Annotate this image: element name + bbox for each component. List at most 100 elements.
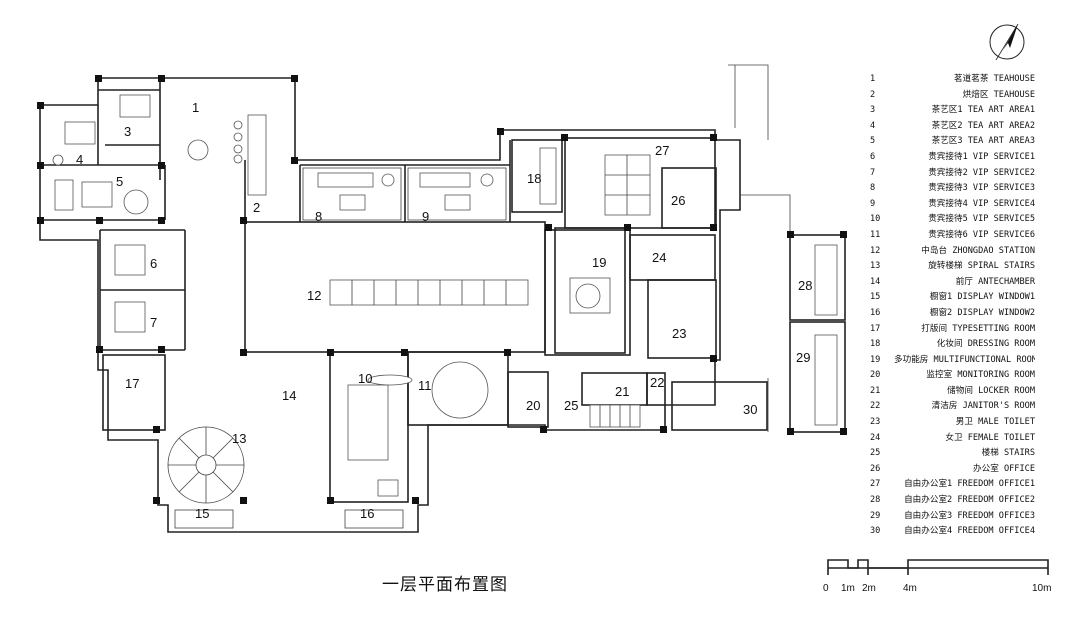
- legend-label: 办公室 OFFICE: [973, 463, 1035, 474]
- scale-bar: [827, 559, 1049, 575]
- room-num-6: 6: [150, 256, 157, 271]
- legend-number: 13: [870, 261, 881, 272]
- legend-row: 27 自由办公室1 FREEDOM OFFICE1: [870, 477, 1035, 493]
- legend-label: 打版间 TYPESETTING ROOM: [921, 323, 1035, 334]
- legend-row: 14 前厅 ANTECHAMBER: [870, 275, 1035, 291]
- north-arrow-icon: [989, 23, 1025, 61]
- legend-label: 女卫 FEMALE TOILET: [945, 432, 1035, 443]
- room-num-18: 18: [527, 171, 541, 186]
- legend-label: 茶艺区3 TEA ART AREA3: [931, 136, 1035, 147]
- legend-label: 自由办公室2 FREEDOM OFFICE2: [904, 495, 1035, 506]
- legend-label: 茶艺区1 TEA ART AREA1: [931, 105, 1035, 116]
- room-num-16: 16: [360, 506, 374, 521]
- legend-label: 贵宾接待4 VIP SERVICE4: [928, 198, 1035, 209]
- room-num-5: 5: [116, 174, 123, 189]
- legend-label: 中岛台 ZHONGDAO STATION: [921, 245, 1035, 256]
- room-num-7: 7: [150, 315, 157, 330]
- legend-number: 1: [870, 74, 876, 84]
- legend-label: 贵宾接待3 VIP SERVICE3: [928, 183, 1035, 194]
- room-num-11: 11: [418, 378, 432, 393]
- scale-tick-4m: 4m: [903, 583, 917, 594]
- legend-row: 16 橱窗2 DISPLAY WINDOW2: [870, 306, 1035, 322]
- legend-number: 5: [870, 136, 876, 147]
- scale-tick-10m: 10m: [1032, 583, 1052, 594]
- room-num-21: 21: [615, 384, 629, 399]
- building-walls: [39, 64, 846, 533]
- room-num-30: 30: [743, 402, 757, 417]
- columns: [37, 75, 847, 504]
- legend-number: 9: [870, 198, 876, 209]
- legend-label: 橱窗2 DISPLAY WINDOW2: [929, 307, 1035, 318]
- room-num-19: 19: [592, 255, 606, 270]
- legend-number: 15: [870, 292, 881, 303]
- legend-number: 4: [870, 120, 876, 131]
- legend-label: 监控室 MONITORING ROOM: [926, 370, 1035, 381]
- legend-number: 2: [870, 89, 876, 100]
- legend-row: 9 贵宾接待4 VIP SERVICE4: [870, 197, 1035, 213]
- legend-label: 储物间 LOCKER ROOM: [947, 385, 1035, 396]
- legend-number: 18: [870, 339, 881, 350]
- room-num-28: 28: [798, 278, 812, 293]
- legend-number: 20: [870, 370, 881, 381]
- room-num-26: 26: [671, 193, 685, 208]
- scale-tick-0: 0: [823, 583, 829, 594]
- scale-tick-1m: 1m: [841, 583, 855, 594]
- legend-number: 10: [870, 214, 881, 225]
- room-num-4: 4: [76, 152, 83, 167]
- legend-number: 11: [870, 229, 881, 240]
- legend-row: 17 打版间 TYPESETTING ROOM: [870, 322, 1035, 338]
- legend-label: 男卫 MALE TOILET: [955, 417, 1035, 428]
- legend-number: 6: [870, 151, 876, 162]
- legend-number: 14: [870, 276, 881, 287]
- legend-number: 22: [870, 401, 881, 412]
- legend-row: 1 茗道茗茶 TEAHOUSE: [870, 72, 1035, 88]
- legend-label: 自由办公室3 FREEDOM OFFICE3: [904, 510, 1035, 521]
- room-num-23: 23: [672, 326, 686, 341]
- scale-tick-2m: 2m: [862, 583, 876, 594]
- room-num-3: 3: [124, 124, 131, 139]
- legend-label: 橱窗1 DISPLAY WINDOW1: [929, 292, 1035, 303]
- spiral-stairs: [167, 426, 245, 504]
- legend-label: 自由办公室1 FREEDOM OFFICE1: [904, 479, 1035, 490]
- legend-label: 前厅 ANTECHAMBER: [955, 276, 1035, 287]
- legend-number: 7: [870, 167, 876, 178]
- furniture: [52, 94, 838, 529]
- legend-label: 茗道茗茶 TEAHOUSE: [954, 74, 1035, 84]
- room-number-labels: 1 2 3 4 5 6 7 8 9 10 11 12 13 14 15 16 1…: [76, 100, 812, 521]
- display-counters: [329, 279, 529, 306]
- room-num-14: 14: [282, 388, 296, 403]
- room-num-1: 1: [192, 100, 199, 115]
- room-num-9: 9: [422, 209, 429, 224]
- plan-title: 一层平面布置图: [382, 575, 508, 595]
- legend-row: 24 女卫 FEMALE TOILET: [870, 431, 1035, 447]
- legend-number: 16: [870, 307, 881, 318]
- room-num-24: 24: [652, 250, 666, 265]
- legend-number: 17: [870, 323, 881, 334]
- legend-number: 27: [870, 479, 881, 490]
- legend-label: 多功能房 MULTIFUNCTIONAL ROOM: [894, 354, 1035, 365]
- room-num-10: 10: [358, 371, 372, 386]
- legend-number: 26: [870, 463, 881, 474]
- room-num-29: 29: [796, 350, 810, 365]
- room-num-20: 20: [526, 398, 540, 413]
- legend-number: 24: [870, 432, 881, 443]
- legend-number: 30: [870, 526, 881, 537]
- room-num-12: 12: [307, 288, 321, 303]
- room-num-2: 2: [253, 200, 260, 215]
